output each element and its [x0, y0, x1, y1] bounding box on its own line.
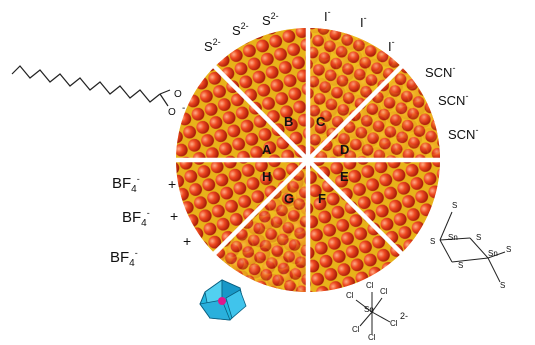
- fluoroborate-plus-1: +: [168, 176, 177, 192]
- sector-dividers: [171, 23, 445, 297]
- iodide-label-2: I-: [360, 13, 367, 30]
- sn2s6-s-6: S: [500, 281, 506, 290]
- sector-label-d: D: [340, 142, 350, 157]
- thiocyanate-label-2: SCN-: [438, 91, 469, 108]
- thiocyanate-label-1: SCN-: [425, 63, 456, 80]
- iodide-label-1: I-: [324, 7, 331, 24]
- sector-label-c: C: [316, 114, 326, 129]
- sulfide-label-1: S2-: [204, 37, 221, 54]
- thiocyanate-label-3: SCN-: [448, 125, 479, 142]
- polyoxometalate-cluster: [199, 279, 247, 321]
- sector-label-h: H: [262, 169, 272, 184]
- sncl6-cl-6: Cl: [368, 333, 376, 342]
- fluoroborate-label-3: BF4-: [110, 248, 138, 269]
- fluoroborate-label-2: BF4-: [122, 208, 150, 229]
- sn2s6-molecule: [439, 211, 506, 283]
- carboxylate-oxygen-2: O: [168, 107, 176, 118]
- sncl6-cl-2: Cl: [346, 291, 354, 300]
- sncl6-cl-4: Cl: [352, 325, 360, 334]
- sncl6-cl-5: Cl: [390, 319, 398, 328]
- sn2s6-s-3: S: [476, 233, 482, 242]
- sector-label-b: B: [284, 114, 294, 129]
- sncl6-charge: 2-: [400, 311, 409, 321]
- iodide-label-3: I-: [388, 37, 395, 54]
- sector-label-e: E: [340, 169, 349, 184]
- sector-label-f: F: [318, 191, 326, 206]
- oleate-ligand: [11, 65, 171, 107]
- sector-label-g: G: [284, 191, 295, 206]
- sn2s6-s-2: S: [430, 237, 436, 246]
- sector-label-a: A: [262, 142, 272, 157]
- carboxylate-oxygen-1: O: [174, 89, 182, 100]
- carboxylate-minus: -: [182, 103, 186, 114]
- fluoroborate-plus-3: +: [183, 233, 192, 249]
- sncl6-cl-1: Cl: [366, 281, 374, 290]
- sncl6-molecule: [355, 292, 391, 334]
- sulfide-label-2: S2-: [232, 21, 249, 38]
- sn2s6-s-4: S: [458, 261, 464, 270]
- sn2s6-s-1: S: [452, 201, 458, 210]
- sn2s6-sn-1: Sn: [448, 233, 458, 242]
- fluoroborate-label-1: BF4-: [112, 174, 140, 195]
- sncl6-cl-3: Cl: [380, 287, 388, 296]
- sncl6-sn: Sn: [364, 305, 374, 314]
- sulfide-label-3: S2-: [262, 11, 279, 28]
- fluoroborate-plus-2: +: [170, 208, 179, 224]
- sn2s6-sn-2: Sn: [488, 249, 498, 258]
- sn2s6-s-5: S: [506, 245, 512, 254]
